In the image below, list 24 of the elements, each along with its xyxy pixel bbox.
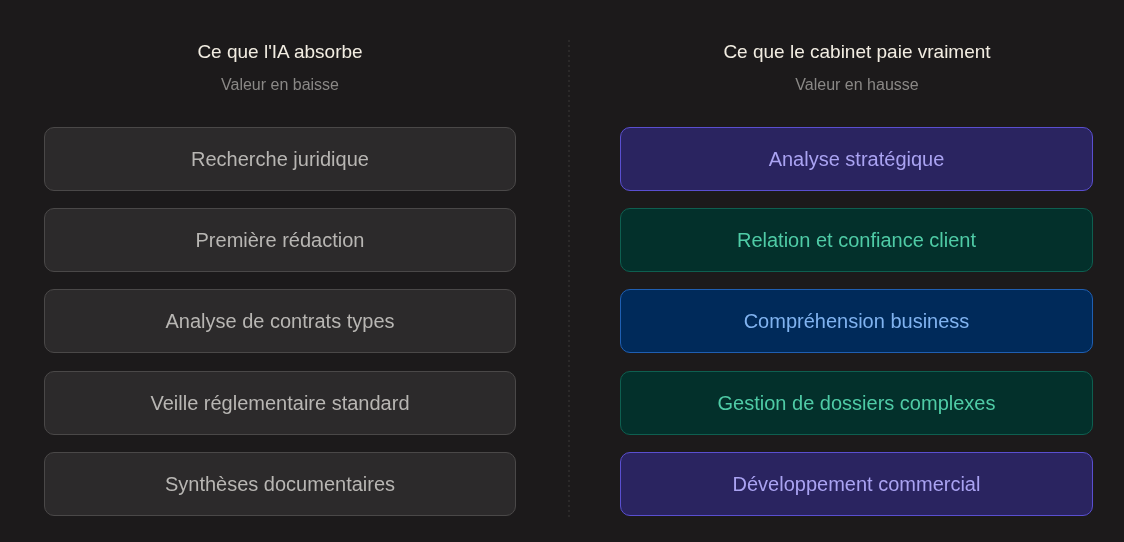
item-card — [620, 208, 1093, 272]
column-subtitle: Valeur en hausse — [795, 75, 919, 95]
item-card — [44, 452, 516, 516]
card-text: Première rédaction — [195, 228, 365, 253]
column-heading: Ce que le cabinet paie vraiment — [723, 40, 991, 64]
item-card — [44, 289, 516, 353]
item-card — [620, 127, 1093, 191]
column-subtitle: Valeur en baisse — [221, 75, 339, 95]
card-text: Analyse stratégique — [768, 147, 945, 172]
card-text: Veille réglementaire standard — [150, 391, 410, 416]
card-text: Relation et confiance client — [736, 228, 976, 253]
item-card — [44, 127, 516, 191]
item-card — [620, 371, 1093, 435]
column-heading: Ce que l'IA absorbe — [197, 40, 363, 64]
card-text: Développement commercial — [732, 472, 981, 497]
item-card — [620, 452, 1093, 516]
card-text: Gestion de dossiers complexes — [717, 391, 996, 416]
item-card — [620, 289, 1093, 353]
card-text: Compréhension business — [743, 309, 970, 334]
card-text: Analyse de contrats types — [165, 309, 395, 334]
card-text: Recherche juridique — [191, 147, 369, 172]
item-card — [44, 371, 516, 435]
item-card — [44, 208, 516, 272]
card-text: Synthèses documentaires — [164, 472, 396, 497]
